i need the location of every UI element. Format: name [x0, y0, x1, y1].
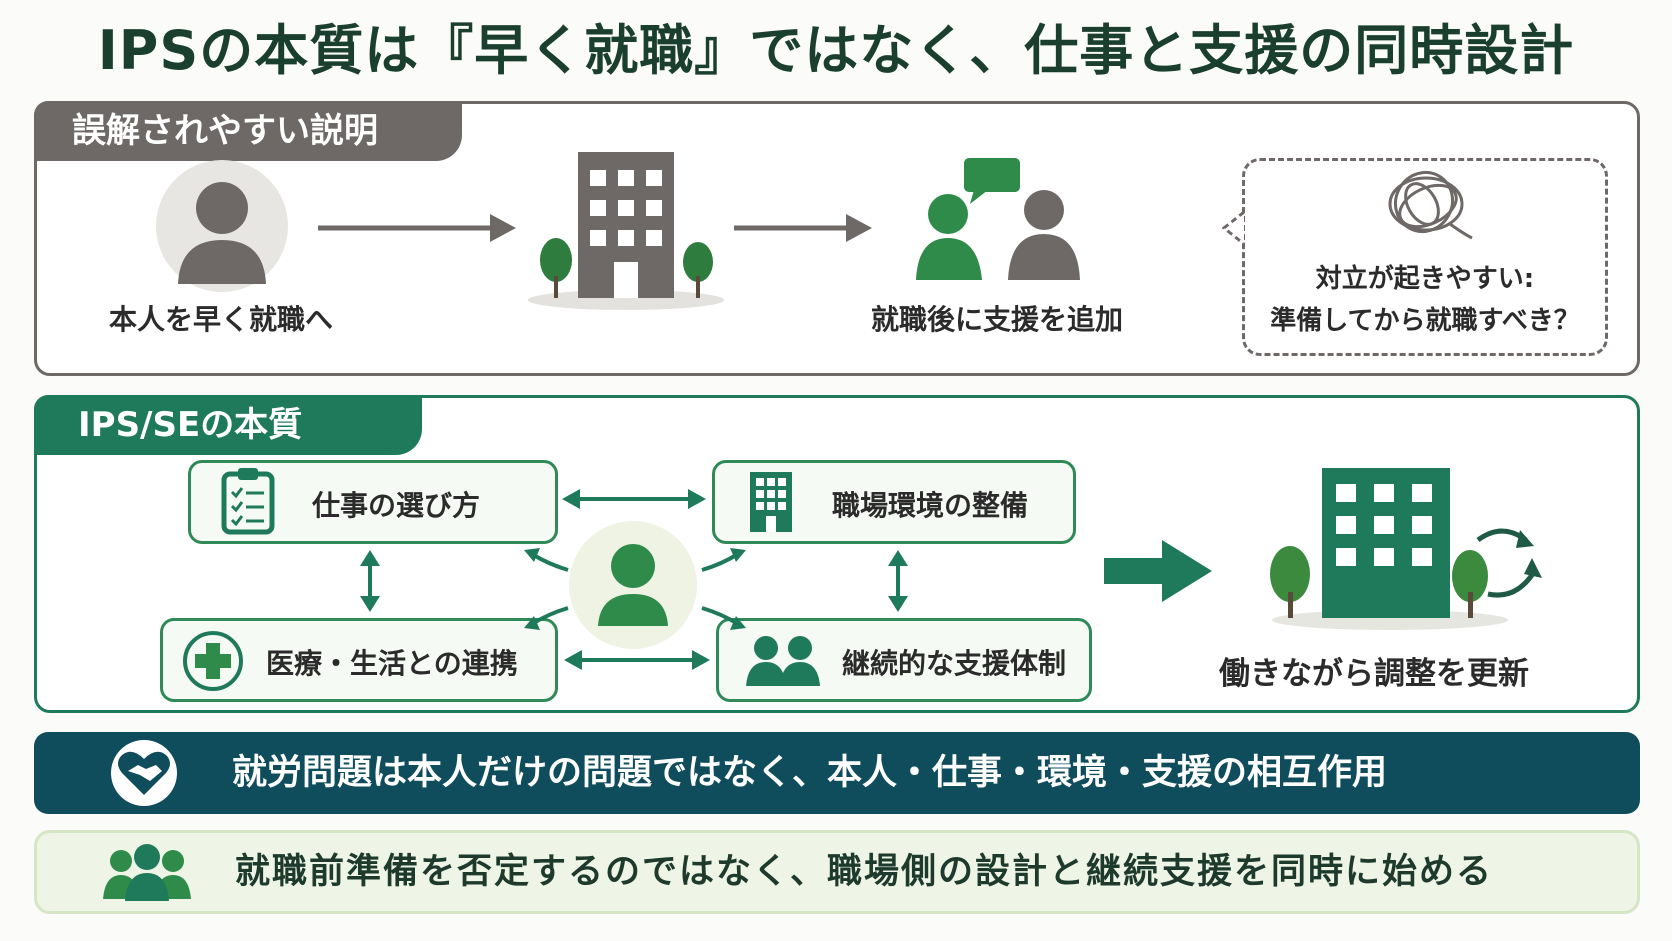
result-label: 働きながら調整を更新	[1219, 656, 1529, 692]
bubble-tail	[1222, 210, 1245, 246]
simultaneous-text: 就職前準備を否定するのではなく、職場側の設計と継続支援を同時に始める	[235, 852, 1494, 892]
building-icon	[528, 152, 724, 310]
misconception-tab: 誤解されやすい説明	[34, 101, 462, 161]
essence-tab: IPS/SEの本質	[34, 395, 422, 455]
center-person-icon	[569, 521, 697, 649]
step-early-job-label: 本人を早く就職へ	[108, 303, 333, 336]
radial-arrows-left-icon	[524, 548, 569, 630]
workplace-label: 職場環境の整備	[832, 489, 1029, 522]
conflict-bubble	[1242, 158, 1608, 356]
bubble-line-1: 対立が起きやすい:	[1315, 264, 1535, 294]
group-people-icon	[103, 844, 191, 901]
page-title: IPSの本質は『早く就職』ではなく、仕事と支援の同時設計	[97, 19, 1575, 82]
double-arrow-icon	[564, 650, 710, 670]
step-support-after-label: 就職後に支援を追加	[870, 303, 1123, 336]
support-label: 継続的な支援体制	[842, 647, 1067, 680]
double-arrow-icon	[888, 550, 908, 612]
checklist-icon	[221, 468, 275, 535]
tangle-icon	[1388, 170, 1473, 240]
simultaneous-banner: 就職前準備を否定するのではなく、職場側の設計と継続支援を同時に始める	[34, 830, 1640, 914]
working-building-icon	[1270, 468, 1542, 630]
consultation-icon	[916, 158, 1080, 280]
arrow-right-icon	[734, 214, 872, 242]
big-arrow-right-icon	[1104, 540, 1212, 602]
double-arrow-icon	[360, 550, 380, 612]
heart-handshake-icon	[111, 740, 177, 806]
arrow-right-icon	[318, 214, 516, 242]
support-box	[716, 618, 1092, 702]
medical-label: 医療・生活との連携	[266, 647, 518, 680]
office-building-icon	[750, 472, 792, 532]
team-icon	[746, 636, 820, 686]
bubble-line-2: 準備してから就職すべき？	[1270, 306, 1580, 336]
interaction-banner: 就労問題は本人だけの問題ではなく、本人・仕事・環境・支援の相互作用	[34, 732, 1640, 814]
person-icon	[156, 160, 288, 292]
double-arrow-icon	[562, 489, 706, 509]
radial-arrows-right-icon	[701, 548, 746, 630]
job-selection-label: 仕事の選び方	[312, 489, 481, 522]
medical-cross-icon	[183, 631, 243, 691]
interaction-text: 就労問題は本人だけの問題ではなく、本人・仕事・環境・支援の相互作用	[232, 753, 1388, 793]
